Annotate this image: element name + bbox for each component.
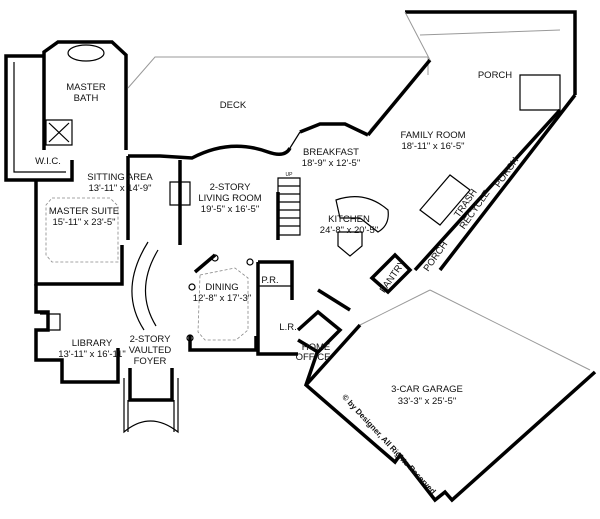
- walls: [4, 10, 597, 503]
- copyright-notice: © by Designer, All Rights Reserved: [340, 393, 437, 497]
- label-porch-top: PORCH: [478, 70, 512, 81]
- label-wic: W.I.C.: [35, 156, 61, 167]
- label-laundry-room: L.R.: [279, 322, 296, 333]
- stair-up-label: UP: [286, 172, 294, 178]
- label-powder-room: P.R.: [261, 275, 278, 286]
- label-deck: DECK: [220, 100, 247, 111]
